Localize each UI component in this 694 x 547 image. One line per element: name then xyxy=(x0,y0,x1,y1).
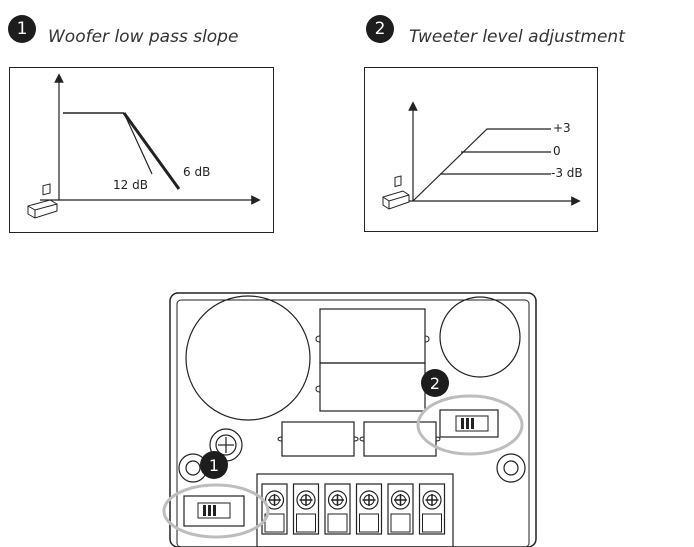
mounting-hole-right xyxy=(496,453,526,483)
screw-terminal xyxy=(324,483,351,535)
woofer-slope-graph: 12 dB 6 dB xyxy=(27,73,261,219)
ground-screw xyxy=(209,428,243,462)
tweeter-level-graph: +3 0 -3 dB xyxy=(382,101,583,210)
label-6db: 6 dB xyxy=(183,165,210,179)
board-callout-1: 1 xyxy=(200,451,228,479)
board-housing-outer xyxy=(169,292,537,547)
svg-text:2: 2 xyxy=(430,374,440,393)
resistor-bottom xyxy=(319,362,426,412)
tweeter-level-panel: +3 0 -3 dB xyxy=(364,67,598,232)
switch-1-highlight xyxy=(162,483,270,539)
screw-terminal xyxy=(292,483,320,535)
switch-2-highlight xyxy=(416,394,524,456)
section-2-title: Tweeter level adjustment xyxy=(409,27,625,47)
level-plus3-line xyxy=(412,128,551,202)
board-housing-inner xyxy=(176,299,530,547)
label-plus3: +3 xyxy=(553,121,571,135)
woofer-slope-panel: 12 dB 6 dB xyxy=(9,67,274,233)
woofer-slope-switch xyxy=(183,495,245,527)
screw-terminal xyxy=(355,483,383,535)
svg-text:1: 1 xyxy=(209,456,219,475)
board-callout-2: 2 xyxy=(421,369,449,397)
terminal-block xyxy=(256,473,454,547)
screw-terminal xyxy=(387,483,414,535)
label-0: 0 xyxy=(553,144,561,158)
slope-12db-line xyxy=(123,112,153,175)
label-minus3db: -3 dB xyxy=(551,166,583,180)
component-left xyxy=(281,421,355,457)
slide-switch-icon xyxy=(382,175,410,210)
section-1-title: Woofer low pass slope xyxy=(48,27,239,47)
resistor-top xyxy=(319,308,426,364)
screw-terminal xyxy=(261,483,288,535)
tweeter-level-switch xyxy=(439,409,499,438)
screw-terminal xyxy=(418,483,446,535)
small-capacitor xyxy=(439,296,521,378)
slide-switch-icon xyxy=(27,183,58,219)
slope-6db-line xyxy=(122,112,181,190)
large-capacitor xyxy=(185,295,311,421)
mounting-hole-left xyxy=(178,453,208,483)
section-2-badge: 2 xyxy=(366,15,394,43)
label-12db: 12 dB xyxy=(113,178,148,192)
component-right xyxy=(363,421,437,457)
section-1-badge: 1 xyxy=(8,15,36,43)
